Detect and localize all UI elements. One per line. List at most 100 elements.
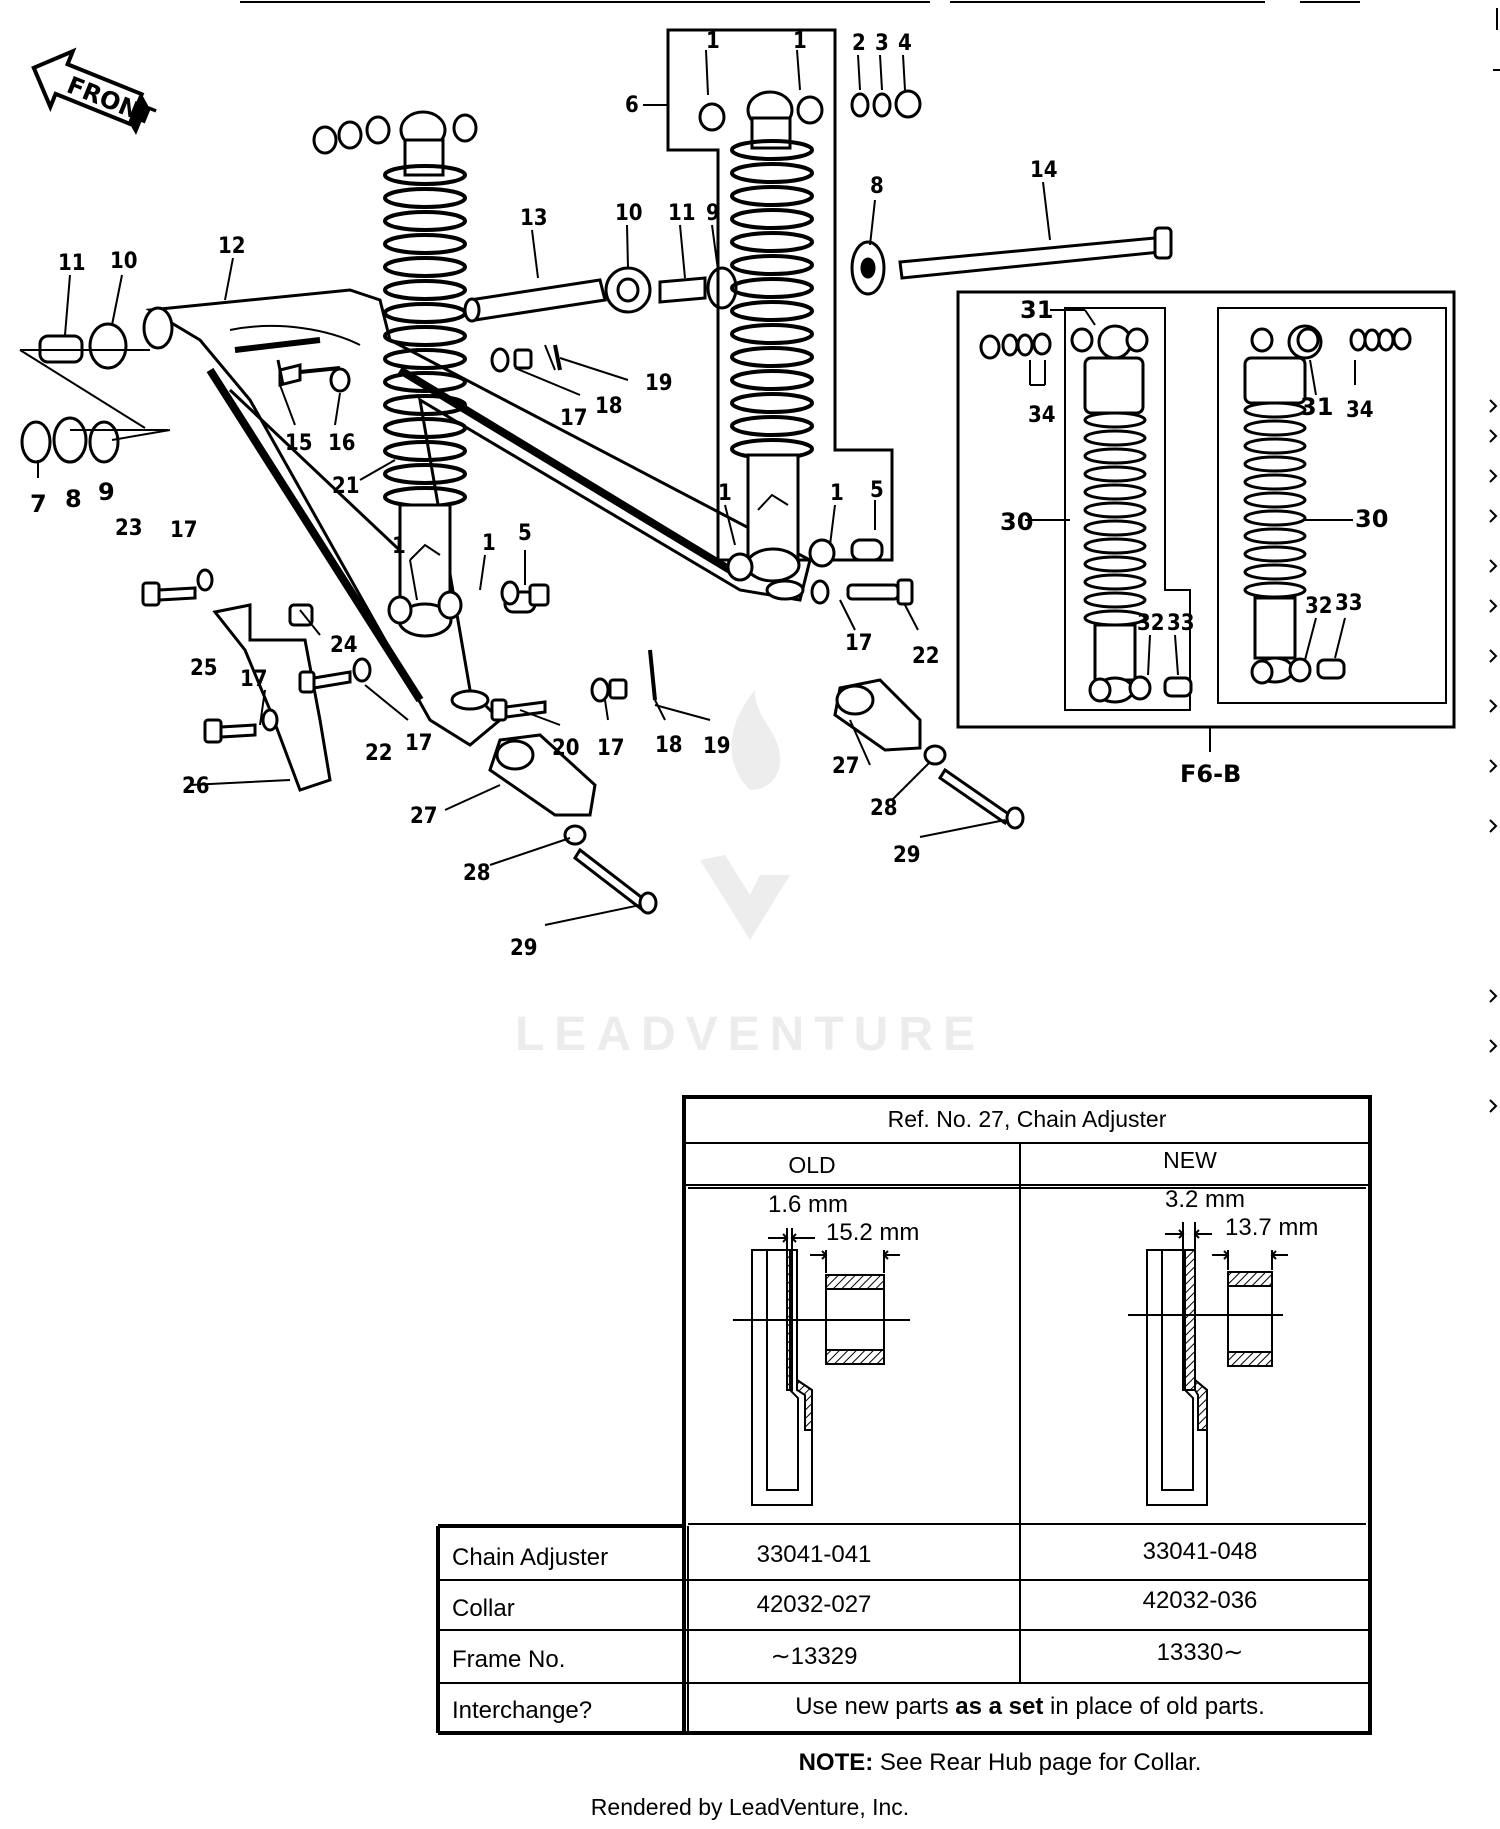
callout-10: 10: [615, 201, 643, 226]
leader-lines: [37, 49, 1356, 926]
callout-5: 5: [518, 521, 532, 546]
callout-7: 7: [30, 490, 47, 518]
callout-29: 29: [510, 936, 538, 961]
callout-16: 16: [328, 431, 356, 456]
callout-5: 5: [870, 478, 884, 503]
callout-34: 34: [1028, 403, 1056, 428]
callout-29: 29: [893, 843, 921, 868]
callout-22: 22: [365, 741, 393, 766]
callout-10: 10: [110, 249, 138, 274]
page-edge-marks: [240, 1, 1500, 1113]
table-row-interchange: Interchange? Use new parts as a set in p…: [452, 1693, 1265, 1724]
chain-adjuster-table: Ref. No. 27, Chain Adjuster OLD NEW 1.6 …: [436, 1095, 1372, 1735]
row-old-value: ∼13329: [771, 1643, 858, 1670]
row-label: Interchange?: [452, 1697, 592, 1724]
callout-18: 18: [655, 733, 683, 758]
callout-17: 17: [170, 518, 198, 543]
new-adjuster-drawing: [1128, 1222, 1288, 1506]
callout-33: 33: [1335, 591, 1363, 616]
watermark-text: LEADVENTURE: [515, 1008, 985, 1061]
callout-labels: 1 1 2 3 4 6 8 14 13 10 11 9 11 10 12 31 …: [30, 29, 1388, 961]
callout-17: 17: [560, 406, 588, 431]
callout-11: 11: [668, 201, 696, 226]
interchange-value: Use new parts as a set in place of old p…: [795, 1693, 1265, 1720]
callout-f6b: F6-B: [1180, 760, 1241, 788]
callout-23: 23: [115, 516, 143, 541]
callout-1: 1: [706, 29, 720, 54]
row-label: Collar: [452, 1595, 515, 1622]
row-label: Frame No.: [452, 1646, 565, 1673]
callout-19: 19: [645, 371, 673, 396]
callout-1: 1: [392, 534, 406, 559]
callout-30: 30: [1000, 508, 1033, 536]
row-label: Chain Adjuster: [452, 1544, 608, 1571]
callout-19: 19: [703, 734, 731, 759]
new-dim-collar: 13.7 mm: [1225, 1214, 1318, 1241]
callout-20: 20: [552, 736, 580, 761]
callout-3: 3: [875, 31, 889, 56]
callout-32: 32: [1137, 611, 1165, 636]
leadventure-watermark: LEADVENTURE: [515, 690, 985, 1061]
new-dim-thickness: 3.2 mm: [1165, 1186, 1245, 1213]
callout-25: 25: [190, 656, 218, 681]
callout-15: 15: [285, 431, 313, 456]
callout-22: 22: [912, 644, 940, 669]
callout-4: 4: [898, 31, 912, 56]
callout-28: 28: [870, 796, 898, 821]
callout-17: 17: [597, 736, 625, 761]
callout-27: 27: [832, 754, 860, 779]
callout-1: 1: [793, 29, 807, 54]
column-old: OLD: [788, 1152, 835, 1178]
callout-31: 31: [1300, 393, 1333, 421]
row-old-value: 42032-027: [757, 1591, 872, 1618]
callout-34: 34: [1346, 398, 1374, 423]
rear-shock-left: [312, 110, 537, 638]
callout-31: 31: [1020, 296, 1053, 324]
table-row: Chain Adjuster 33041-041 33041-048: [452, 1538, 1257, 1571]
old-adjuster-drawing: [733, 1228, 910, 1506]
callout-21: 21: [332, 474, 360, 499]
callout-17: 17: [240, 667, 268, 692]
callout-33: 33: [1167, 611, 1195, 636]
callout-9: 9: [98, 478, 115, 506]
callout-18: 18: [595, 394, 623, 419]
row-new-value: 42032-036: [1143, 1587, 1258, 1614]
column-new: NEW: [1163, 1147, 1217, 1173]
row-new-value: 13330∼: [1157, 1639, 1244, 1666]
callout-11: 11: [58, 251, 86, 276]
callout-26: 26: [182, 774, 210, 799]
pivot-hardware: [19, 89, 1173, 464]
callout-2: 2: [852, 31, 866, 56]
callout-12: 12: [218, 234, 246, 259]
collar-note: NOTE: See Rear Hub page for Collar.: [799, 1749, 1202, 1776]
old-dim-collar: 15.2 mm: [826, 1219, 919, 1246]
callout-8: 8: [870, 174, 884, 199]
f6b-detail-box: [956, 290, 1456, 729]
callout-1: 1: [830, 481, 844, 506]
callout-32: 32: [1305, 594, 1333, 619]
callout-6: 6: [625, 93, 639, 118]
table-row: Frame No. ∼13329 13330∼: [452, 1639, 1243, 1673]
callout-24: 24: [330, 633, 358, 658]
table-title: Ref. No. 27, Chain Adjuster: [888, 1106, 1167, 1132]
old-dim-thickness: 1.6 mm: [768, 1191, 848, 1218]
callout-27: 27: [410, 804, 438, 829]
callout-1: 1: [718, 481, 732, 506]
callout-13: 13: [520, 206, 548, 231]
callout-14: 14: [1030, 158, 1058, 183]
front-arrow: FRONT: [31, 47, 159, 136]
row-old-value: 33041-041: [757, 1541, 872, 1568]
chain-adjusters: [488, 678, 1025, 915]
callout-17: 17: [405, 731, 433, 756]
callout-1: 1: [482, 531, 496, 556]
row-new-value: 33041-048: [1143, 1538, 1258, 1565]
rendered-by-footer: Rendered by LeadVenture, Inc.: [591, 1794, 909, 1820]
callout-30: 30: [1355, 505, 1388, 533]
rear-shock-right: [666, 28, 894, 583]
callout-8: 8: [65, 485, 82, 513]
callout-17: 17: [845, 631, 873, 656]
lower-hardware: [141, 344, 914, 792]
callout-28: 28: [463, 861, 491, 886]
table-row: Collar 42032-027 42032-036: [452, 1587, 1257, 1622]
